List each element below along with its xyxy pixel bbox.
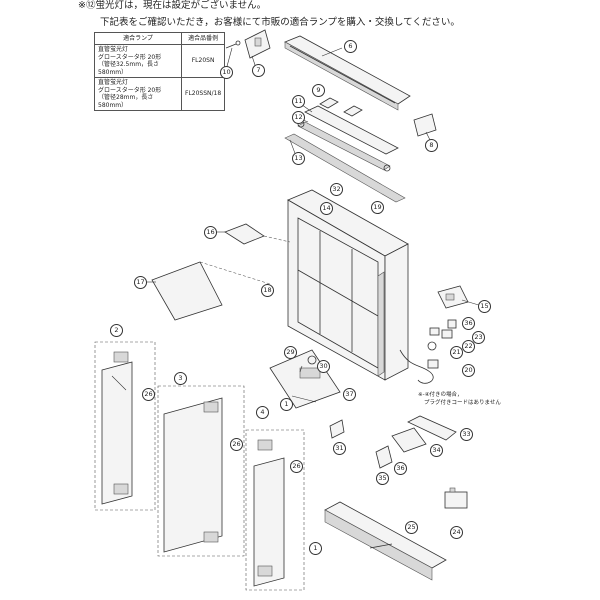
callout-30: 30 bbox=[317, 360, 330, 373]
callout-35: 35 bbox=[376, 472, 389, 485]
note-line-2: 下記表をご確認いただき，お客様にて市販の適合ランプを購入・交換してください。 bbox=[100, 17, 460, 28]
bracket-part bbox=[329, 419, 345, 439]
mirror-door-icon bbox=[157, 385, 245, 557]
mirror-door-icon bbox=[94, 341, 156, 511]
note-line-1: ※⑫蛍光灯は，現在は設定がございません。 bbox=[78, 0, 267, 11]
lower-light-bar-icon bbox=[324, 501, 447, 581]
light-socket-part bbox=[269, 349, 341, 409]
screw-part bbox=[225, 40, 241, 49]
callout-34: 34 bbox=[430, 444, 443, 457]
reflector-part bbox=[304, 105, 399, 155]
cabinet-frame-icon bbox=[287, 189, 409, 381]
battery-icon bbox=[444, 487, 468, 509]
callout-29: 29 bbox=[284, 346, 297, 359]
switch-part bbox=[391, 427, 427, 453]
callout-7: 7 bbox=[252, 64, 265, 77]
mounting-bracket-part bbox=[244, 29, 271, 59]
callout-26: 26 bbox=[142, 388, 155, 401]
cord-note-line-1: ※-④付きの場合， bbox=[418, 392, 463, 398]
callout-14: 14 bbox=[320, 202, 333, 215]
callout-15: 15 bbox=[478, 300, 491, 313]
lamp-name: 直管蛍光灯 グロースタータ形 20形 （管径32.5mm，長さ580mm） bbox=[94, 44, 182, 78]
cord-note-line-2: プラグ付きコードはありません bbox=[424, 400, 501, 406]
callout-26: 26 bbox=[290, 460, 303, 473]
callout-1: 1 bbox=[309, 542, 322, 555]
lamp-code: FL20SSN/18 bbox=[180, 77, 226, 111]
callout-6: 6 bbox=[344, 40, 357, 53]
callout-11: 11 bbox=[292, 95, 305, 108]
callout-8: 8 bbox=[425, 139, 438, 152]
callout-26: 26 bbox=[230, 438, 243, 451]
outlet-icon bbox=[437, 285, 469, 309]
callout-32: 32 bbox=[330, 183, 343, 196]
lamp-table-row: 直管蛍光灯 グロースタータ形 20形 （管径28mm，長さ580mm） FL20… bbox=[94, 77, 226, 111]
callout-31: 31 bbox=[333, 442, 346, 455]
callout-20: 20 bbox=[462, 364, 475, 377]
lamp-table-header: 適合ランプ 適合品番例 bbox=[94, 32, 226, 45]
shelf-icon bbox=[151, 261, 271, 321]
callout-9: 9 bbox=[312, 84, 325, 97]
small-parts bbox=[427, 319, 457, 351]
callout-3: 3 bbox=[174, 372, 187, 385]
shelf-icon bbox=[224, 223, 291, 245]
top-canopy-part bbox=[284, 35, 411, 111]
callout-37: 37 bbox=[343, 388, 356, 401]
callout-22: 22 bbox=[462, 340, 475, 353]
callout-25: 25 bbox=[405, 521, 418, 534]
clip-part bbox=[319, 97, 363, 117]
compatible-lamp-table: 適合ランプ 適合品番例 直管蛍光灯 グロースタータ形 20形 （管径32.5mm… bbox=[94, 32, 226, 111]
callout-18: 18 bbox=[261, 284, 274, 297]
bracket-part bbox=[407, 415, 457, 441]
callout-4: 4 bbox=[256, 406, 269, 419]
callout-17: 17 bbox=[134, 276, 147, 289]
callout-10: 10 bbox=[220, 66, 233, 79]
light-cover-icon bbox=[284, 133, 406, 203]
callout-12: 12 bbox=[292, 111, 305, 124]
callout-1: 1 bbox=[280, 398, 293, 411]
cord-icon bbox=[399, 349, 439, 384]
mirror-door-icon bbox=[245, 429, 305, 591]
callout-19: 19 bbox=[371, 201, 384, 214]
callout-36: 36 bbox=[394, 462, 407, 475]
callout-24: 24 bbox=[450, 526, 463, 539]
callout-36: 36 bbox=[462, 317, 475, 330]
callout-2: 2 bbox=[110, 324, 123, 337]
callout-33: 33 bbox=[460, 428, 473, 441]
clip-part bbox=[375, 445, 393, 469]
side-bracket-part bbox=[413, 113, 437, 137]
fluorescent-tube-icon bbox=[297, 120, 391, 172]
callout-21: 21 bbox=[450, 346, 463, 359]
callout-16: 16 bbox=[204, 226, 217, 239]
header-code: 適合品番例 bbox=[180, 32, 226, 45]
callout-13: 13 bbox=[292, 152, 305, 165]
callout-23: 23 bbox=[472, 331, 485, 344]
